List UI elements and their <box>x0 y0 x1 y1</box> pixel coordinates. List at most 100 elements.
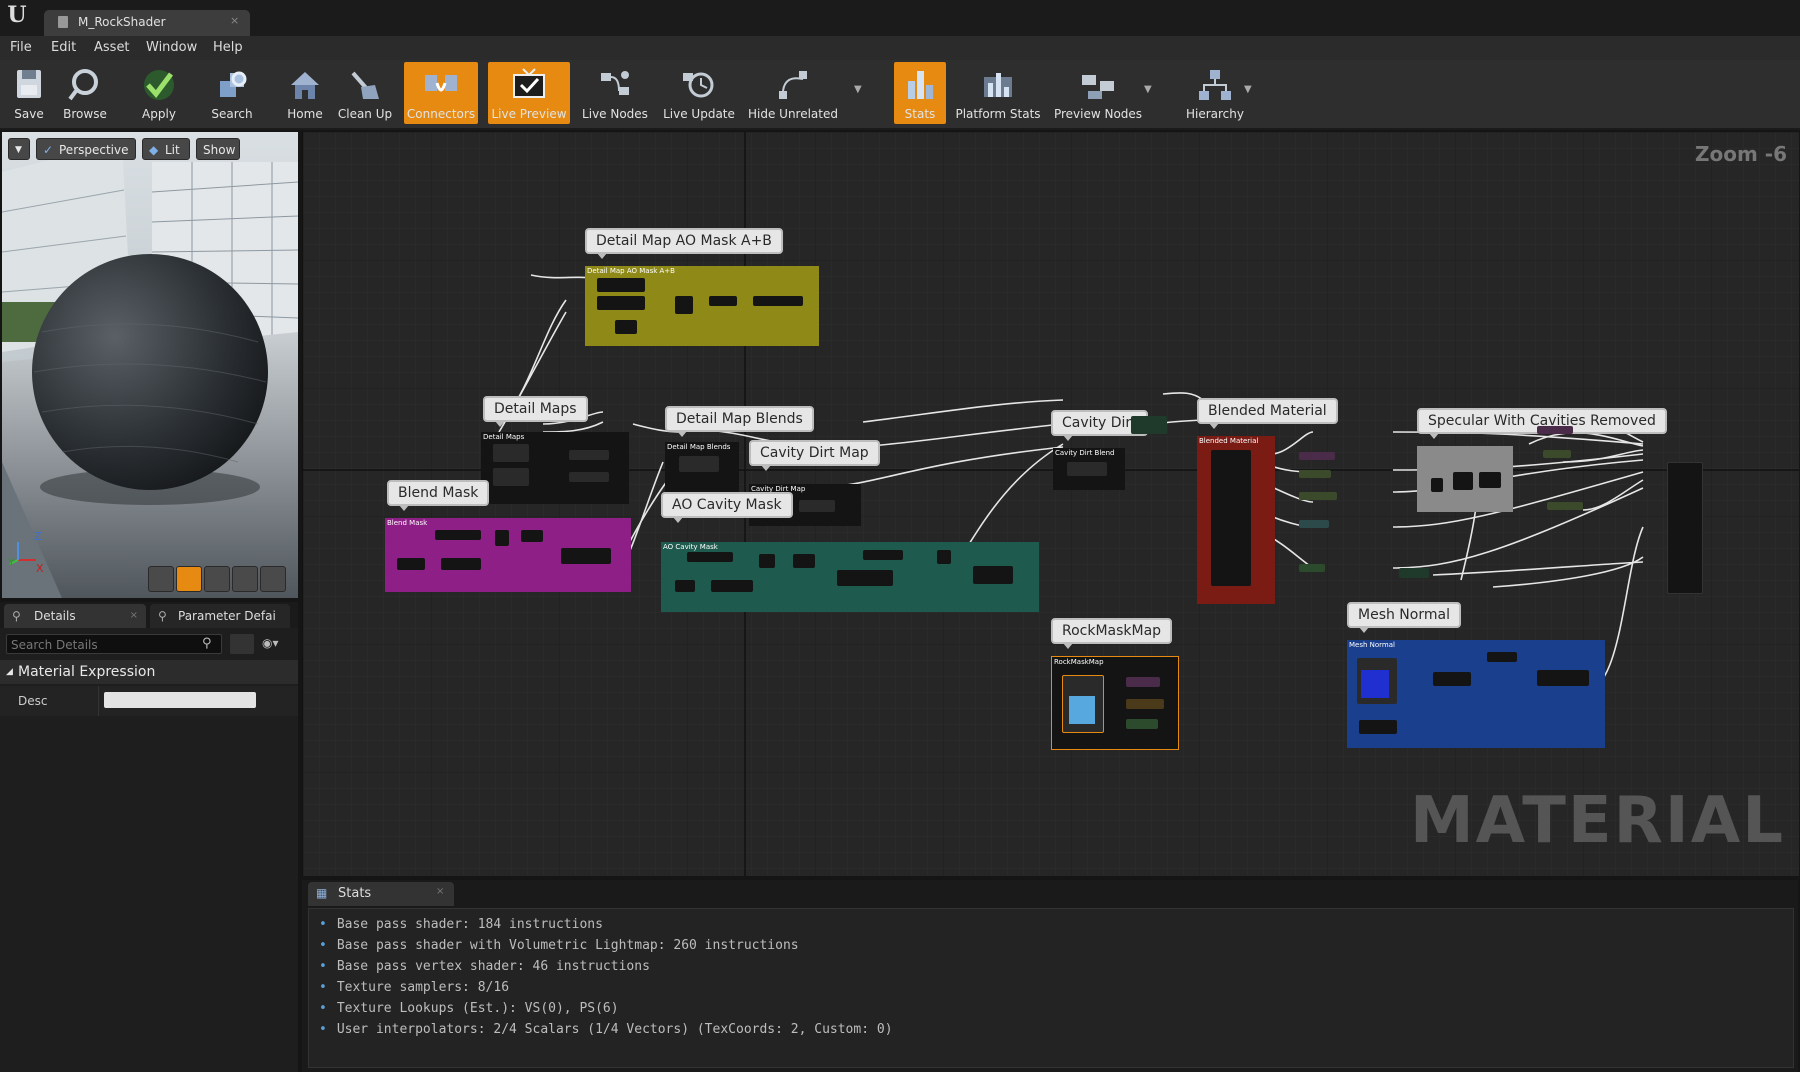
tab-close-icon[interactable]: × <box>230 14 240 27</box>
search-details-input[interactable]: Search Details <box>6 634 222 654</box>
graph-node[interactable] <box>397 558 425 570</box>
comment-box-detail-maps[interactable]: Detail Maps <box>481 432 629 504</box>
sphere-mesh-icon[interactable] <box>176 566 202 592</box>
browse-button[interactable]: Browse <box>58 62 112 124</box>
graph-node[interactable] <box>675 296 693 314</box>
tab-close-icon[interactable]: × <box>436 886 445 897</box>
menu-help[interactable]: Help <box>213 40 243 55</box>
apply-button[interactable]: Apply <box>134 62 184 124</box>
comment-box-rockmaskmap[interactable]: RockMaskMap <box>1051 656 1179 750</box>
save-button[interactable]: Save <box>4 62 54 124</box>
comment-box-ao-cavity-mask[interactable]: AO Cavity Mask <box>661 542 1039 612</box>
property-matrix-icon[interactable] <box>230 634 254 654</box>
graph-node[interactable] <box>1299 520 1329 528</box>
menu-window[interactable]: Window <box>146 40 198 55</box>
graph-node[interactable] <box>1487 652 1517 662</box>
graph-node[interactable] <box>837 570 893 586</box>
comment-ao-cavity-mask[interactable]: AO Cavity Mask <box>661 492 793 523</box>
graph-node[interactable] <box>1299 492 1337 500</box>
hide-unrelated-dropdown-icon[interactable]: ▼ <box>854 84 862 95</box>
graph-node[interactable] <box>1537 670 1589 686</box>
comment-box-mesh-normal[interactable]: Mesh Normal <box>1347 640 1605 748</box>
tab-close-icon[interactable]: × <box>129 610 138 621</box>
show-button[interactable]: Show <box>196 138 240 160</box>
cube-mesh-icon[interactable] <box>232 566 258 592</box>
menu-asset[interactable]: Asset <box>94 40 130 55</box>
comment-box-cavity-dirt-blend[interactable]: Cavity Dirt Blend <box>1053 448 1125 490</box>
graph-node[interactable] <box>1126 719 1158 729</box>
material-graph-canvas[interactable]: Zoom -6 MATERIAL Detail Map AO Mask A+B … <box>302 132 1799 876</box>
graph-node[interactable] <box>937 550 951 564</box>
graph-node[interactable] <box>1299 452 1335 460</box>
graph-node[interactable] <box>569 450 609 460</box>
material-output-node[interactable] <box>1667 462 1703 594</box>
comment-detail-map-ao[interactable]: Detail Map AO Mask A+B <box>585 228 783 259</box>
comment-blend-mask[interactable]: Blend Mask <box>387 480 490 511</box>
home-button[interactable]: Home <box>282 62 328 124</box>
comment-box-detail-map-ao[interactable]: Detail Map AO Mask A+B <box>585 266 819 346</box>
clean-up-button[interactable]: Clean Up <box>336 62 394 124</box>
graph-node[interactable] <box>1399 568 1429 578</box>
menu-edit[interactable]: Edit <box>51 40 77 55</box>
plane-mesh-icon[interactable] <box>204 566 230 592</box>
graph-node[interactable] <box>1453 472 1473 490</box>
comment-box-detail-map-blends[interactable]: Detail Map Blends <box>665 442 739 498</box>
comment-cavity-dirt-map[interactable]: Cavity Dirt Map <box>749 440 880 471</box>
comment-rockmaskmap[interactable]: RockMaskMap <box>1051 618 1173 649</box>
graph-node[interactable] <box>1431 478 1443 492</box>
tab-parameter-defaults[interactable]: ⚲ Parameter Defai <box>150 604 290 628</box>
graph-node[interactable] <box>521 530 543 542</box>
graph-node[interactable] <box>799 500 835 512</box>
comment-box-specular[interactable] <box>1417 446 1513 512</box>
comment-detail-map-blends[interactable]: Detail Map Blends <box>665 406 814 437</box>
live-update-button[interactable]: Live Update <box>660 62 738 124</box>
preview-nodes-dropdown-icon[interactable]: ▼ <box>1144 84 1152 95</box>
connectors-button[interactable]: Connectors <box>404 62 478 124</box>
graph-node[interactable] <box>1299 564 1325 572</box>
graph-node[interactable] <box>615 320 637 334</box>
comment-blended-material[interactable]: Blended Material <box>1197 398 1338 429</box>
desc-input[interactable] <box>104 692 256 708</box>
lit-button[interactable]: ◆Lit <box>142 138 190 160</box>
texture-sample-node[interactable] <box>1062 675 1104 733</box>
hierarchy-dropdown-icon[interactable]: ▼ <box>1244 84 1252 95</box>
section-material-expression[interactable]: ◢ Material Expression <box>0 660 298 684</box>
comment-box-blend-mask[interactable]: Blend Mask <box>385 518 631 592</box>
graph-node[interactable] <box>1433 672 1471 686</box>
graph-node[interactable] <box>793 554 815 568</box>
graph-node[interactable] <box>569 472 609 482</box>
graph-node[interactable] <box>1126 677 1160 687</box>
preview-nodes-button[interactable]: Preview Nodes <box>1050 62 1146 124</box>
graph-node[interactable] <box>597 296 645 310</box>
graph-node[interactable] <box>561 548 611 564</box>
graph-node[interactable] <box>711 580 753 592</box>
graph-node[interactable] <box>441 558 481 570</box>
graph-node[interactable] <box>679 456 719 472</box>
comment-box-blended-material[interactable]: Blended Material <box>1197 436 1275 604</box>
platform-stats-button[interactable]: Platform Stats <box>954 62 1042 124</box>
graph-node[interactable] <box>1543 450 1571 458</box>
hierarchy-button[interactable]: Hierarchy <box>1180 62 1250 124</box>
graph-node[interactable] <box>597 278 645 292</box>
cylinder-mesh-icon[interactable] <box>148 566 174 592</box>
tab-stats[interactable]: ▦ Stats × <box>308 882 454 906</box>
graph-node[interactable] <box>1299 470 1331 478</box>
graph-node[interactable] <box>675 580 695 592</box>
unreal-logo-icon[interactable]: U <box>7 2 27 28</box>
graph-node[interactable] <box>1359 720 1397 734</box>
graph-node[interactable] <box>687 552 733 562</box>
stats-button[interactable]: Stats <box>894 62 946 124</box>
texture-sample-node[interactable] <box>1357 658 1397 704</box>
graph-node[interactable] <box>759 554 775 568</box>
graph-node[interactable] <box>709 296 737 306</box>
perspective-button[interactable]: ✓Perspective <box>36 138 136 160</box>
asset-tab[interactable]: M_RockShader × <box>44 10 250 36</box>
comment-detail-maps[interactable]: Detail Maps <box>483 396 588 427</box>
graph-node[interactable] <box>1537 426 1573 434</box>
tab-details[interactable]: ⚲ Details × <box>4 604 146 628</box>
graph-node[interactable] <box>435 530 481 540</box>
preview-viewport[interactable]: ▼ ✓Perspective ◆Lit Show Z Y X <box>2 132 298 598</box>
live-preview-button[interactable]: Live Preview <box>488 62 570 124</box>
graph-node[interactable] <box>1547 502 1583 510</box>
search-button[interactable]: Search <box>206 62 258 124</box>
